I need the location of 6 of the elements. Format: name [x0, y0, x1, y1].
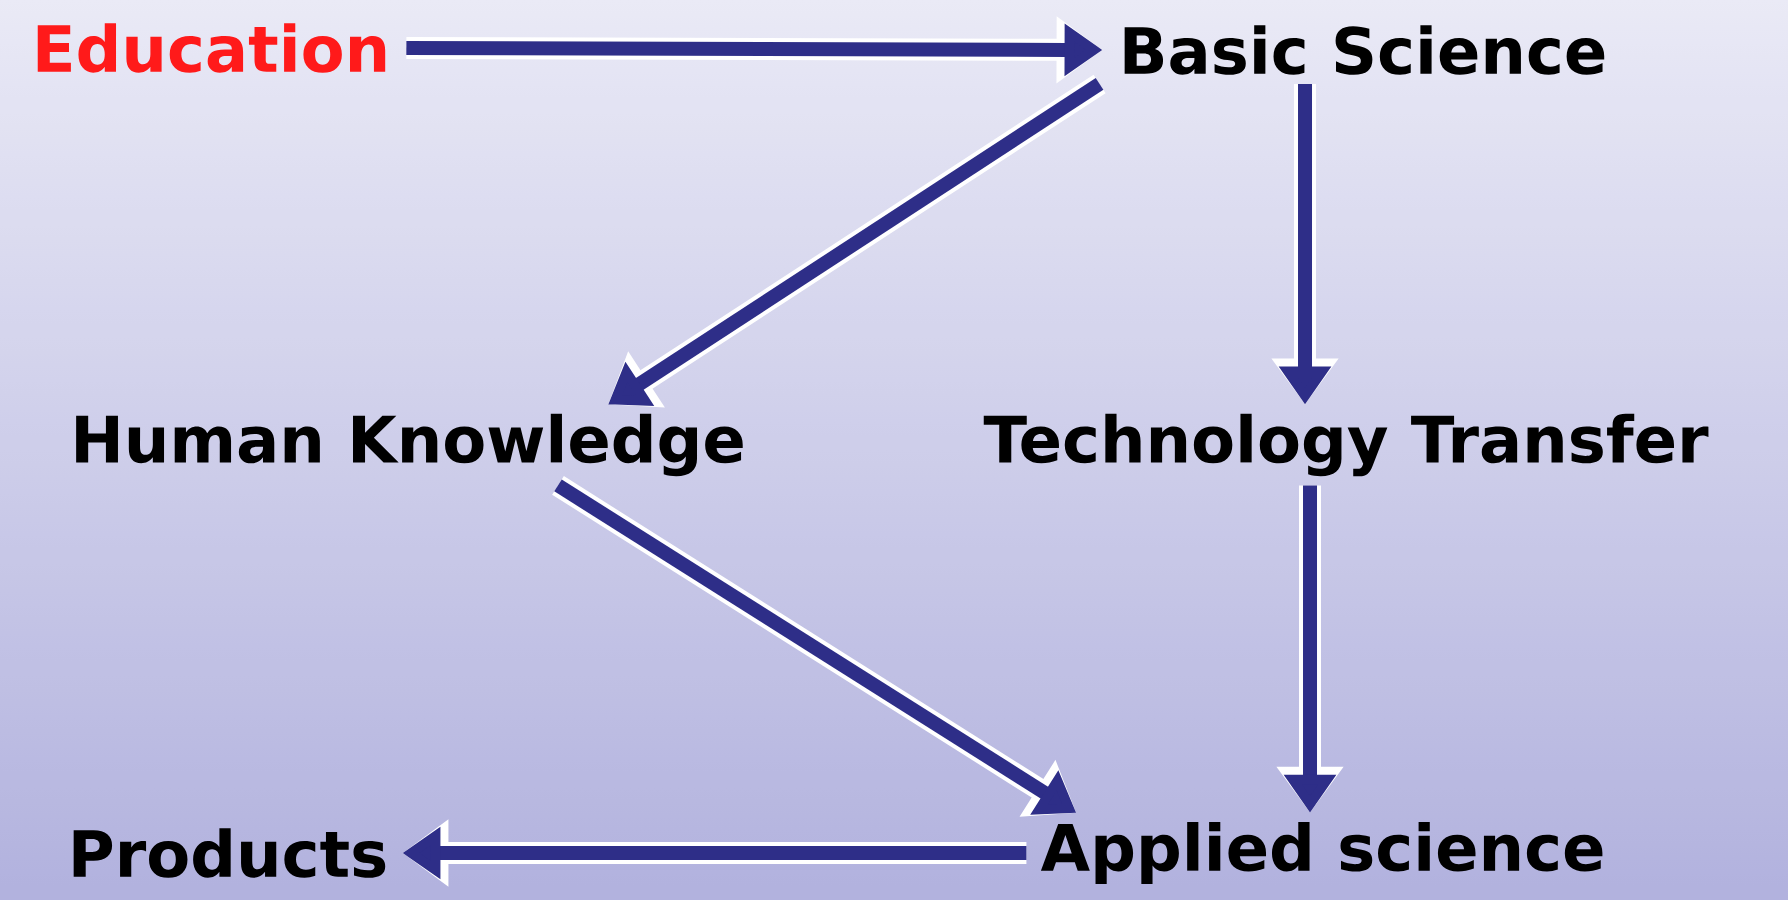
- node-label: Products: [73, 828, 386, 878]
- node-label: Human Knowledge: [76, 413, 743, 477]
- node-label: Applied science: [1040, 822, 1603, 884]
- node-label: Education: [37, 23, 386, 73]
- node-label: Technology Transfer: [983, 413, 1709, 477]
- node-label: Basic Science: [1124, 25, 1605, 75]
